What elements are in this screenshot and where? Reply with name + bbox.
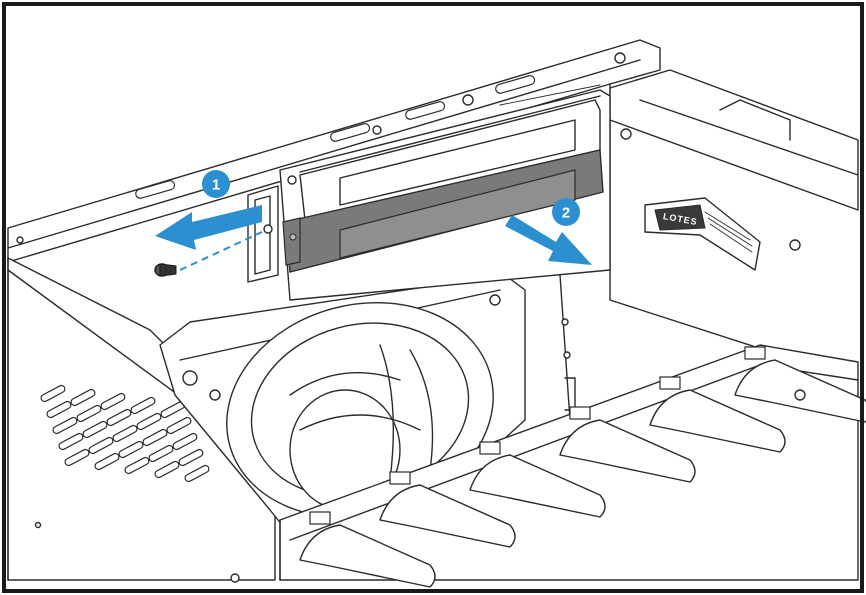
psu-vent-slot <box>70 388 96 407</box>
screw-icon <box>154 263 177 277</box>
psu-vent-slot <box>178 448 204 467</box>
step-number-1: 1 <box>212 177 220 194</box>
tray-slot <box>299 524 436 588</box>
psu-vent-slot <box>46 400 72 419</box>
psu-vent-slot <box>124 456 150 475</box>
psu-vent-slot <box>130 396 156 415</box>
psu-vent-slot <box>154 460 180 479</box>
step-number-2: 2 <box>562 205 570 222</box>
tray-slot <box>559 419 696 483</box>
tray-slot <box>649 389 786 453</box>
tray-latch <box>569 406 591 420</box>
psu-vent-slot <box>94 452 120 471</box>
psu-vent-slot <box>64 448 90 467</box>
psu-vent-slot <box>58 432 84 451</box>
arrow-down-right-icon <box>505 215 592 265</box>
drive-tray <box>279 344 866 588</box>
psu-vent-slot <box>184 464 210 483</box>
psu-vent-slot <box>148 444 174 463</box>
arrow-left-icon <box>155 205 262 250</box>
chassis-rear-wall <box>7 39 661 263</box>
power-supply-unit <box>7 257 276 583</box>
tray-slot <box>379 484 516 548</box>
psu-vent-slot <box>118 440 144 459</box>
psu-vent-slot <box>76 404 102 423</box>
pcie-riser-cage <box>247 84 611 421</box>
tray-latch <box>659 376 681 390</box>
step-badge-1: 1 <box>202 170 230 198</box>
psu-vent-slot <box>82 420 108 439</box>
psu-vent-slot <box>100 392 126 411</box>
psu-vent-slot <box>40 384 66 403</box>
step-badge-2: 2 <box>552 198 580 226</box>
psu-vent-slot <box>172 432 198 451</box>
tray-latch <box>744 346 766 360</box>
psu-vent-slot <box>106 408 132 427</box>
psu-vent-slot <box>142 428 168 447</box>
psu-vent-slot <box>136 412 162 431</box>
psu-vents <box>40 384 210 483</box>
tray-latch <box>389 471 411 485</box>
psu-vent-slot <box>88 436 114 455</box>
tray-latch <box>309 511 331 525</box>
screw-guide-line <box>179 231 263 271</box>
tray-latch <box>479 441 501 455</box>
tray-slot <box>469 454 606 518</box>
psu-vent-slot <box>112 424 138 443</box>
pcie-connector-icon: LOTES <box>644 197 761 271</box>
psu-vent-slot <box>52 416 78 435</box>
tray-slots <box>299 346 866 588</box>
psu-vent-slot <box>166 416 192 435</box>
